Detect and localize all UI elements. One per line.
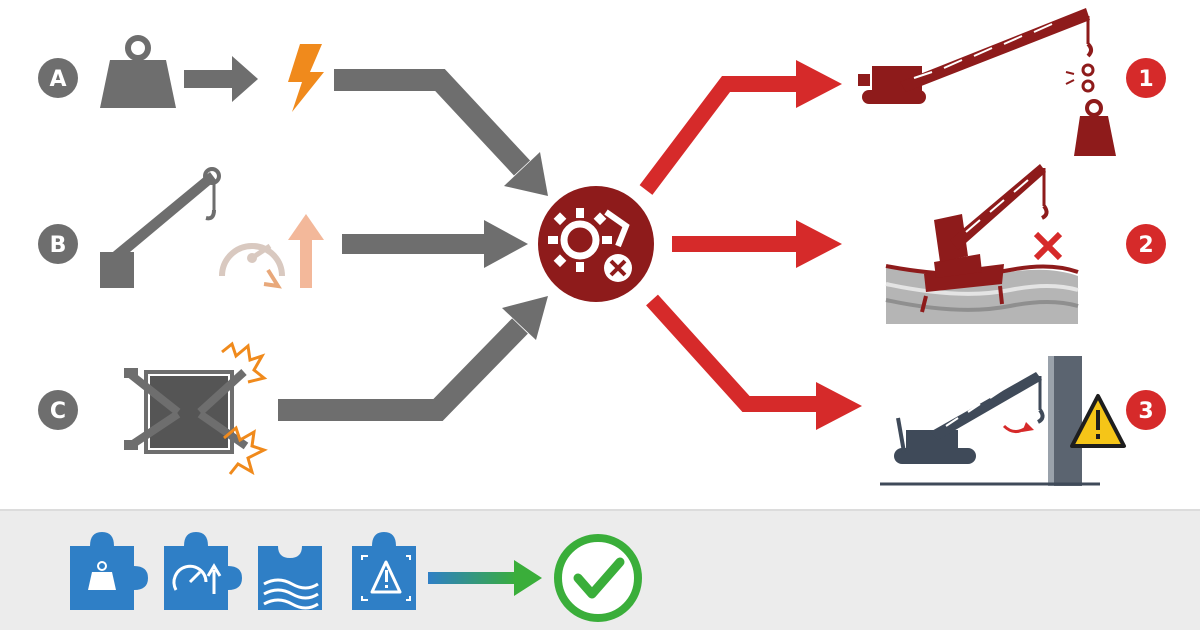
puzzle-ground-icon: [258, 546, 322, 610]
outcome-arrow-3: [646, 294, 820, 412]
outrigger-stress-icon: [124, 341, 268, 476]
cause-b-row: B: [38, 167, 528, 289]
crane-tipping-icon: [885, 164, 1079, 324]
crane-boom-icon: [100, 167, 221, 288]
check-circle-icon: [554, 534, 642, 622]
badge-3-label: 3: [1138, 399, 1153, 424]
flow-arrow-b-head: [484, 220, 528, 268]
outcome-1: 1: [858, 8, 1166, 156]
badge-a: A: [38, 58, 78, 98]
cause-a-row: A: [38, 35, 548, 196]
badge-2: 2: [1126, 224, 1166, 264]
outcome-2: 2: [885, 164, 1166, 324]
solution-arrow: [428, 560, 542, 596]
puzzle-weight-icon: [70, 532, 148, 610]
flow-arrow-c-head: [502, 296, 548, 340]
cause-c-row: C: [38, 296, 548, 476]
badge-c-label: C: [50, 399, 66, 424]
badge-b: B: [38, 224, 78, 264]
speed-up-arrow-icon: [288, 214, 324, 288]
speedometer-icon: [219, 243, 285, 289]
crane-dropped-load-icon: [858, 8, 1116, 156]
crane-collision-warning-icon: [880, 356, 1126, 486]
puzzle-warning-icon: [352, 532, 416, 610]
lightning-icon: [288, 44, 324, 112]
badge-1: 1: [1126, 58, 1166, 98]
badge-a-label: A: [49, 67, 66, 92]
outcome-arrow-2-head: [796, 220, 842, 268]
arrow-right-icon: [184, 56, 258, 102]
outcome-arrow-1-head: [796, 60, 842, 108]
badge-c: C: [38, 390, 78, 430]
puzzle-speed-icon: [164, 532, 242, 610]
outcome-arrow-3-head: [816, 382, 862, 430]
gear-failure-icon: [538, 186, 654, 302]
badge-1-label: 1: [1138, 67, 1153, 92]
badge-b-label: B: [50, 233, 67, 258]
outcome-3: 3: [880, 356, 1166, 486]
badge-2-label: 2: [1138, 233, 1153, 258]
flow-arrow-a: [334, 69, 531, 176]
flow-arrow-c: [278, 318, 528, 421]
badge-3: 3: [1126, 390, 1166, 430]
flow-arrow-a-head: [504, 152, 548, 196]
outcome-arrow-1: [639, 76, 800, 195]
weight-icon: [100, 35, 176, 108]
